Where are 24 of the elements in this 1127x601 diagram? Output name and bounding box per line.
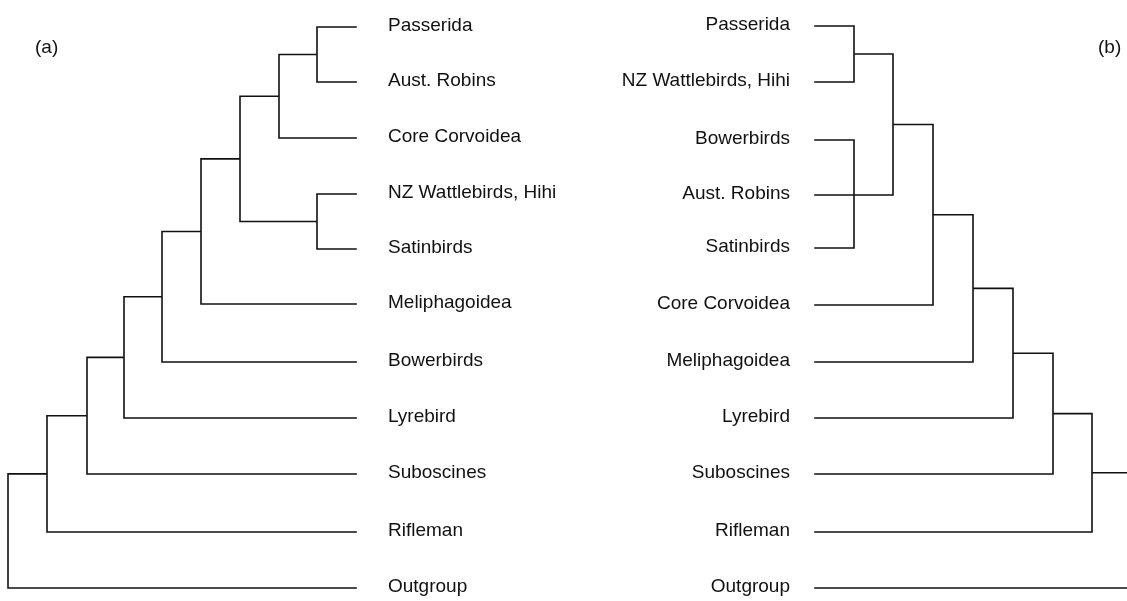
taxon-name: Passerida [388,14,473,36]
taxon-name: Meliphagoidea [388,291,512,313]
taxon-name: Outgroup [710,575,790,597]
taxon-name: Aust. Robins [682,182,790,204]
taxon-name: Satinbirds [388,236,473,258]
taxon-name: Passerida [705,13,790,35]
taxon-name: Lyrebird [388,405,456,427]
panel-label: (b) [1098,36,1122,58]
panel-label: (a) [35,36,59,58]
taxon-name: Rifleman [715,519,790,541]
taxon-name: Outgroup [388,575,468,597]
taxon-name: Core Corvoidea [388,125,522,147]
taxon-name: Lyrebird [722,405,790,427]
taxon-name: Bowerbirds [694,127,790,149]
taxon-name: NZ Wattlebirds, Hihi [388,181,557,203]
taxon-name: NZ Wattlebirds, Hihi [621,69,790,91]
taxon-name: Suboscines [691,461,790,483]
taxon-name: Rifleman [388,519,463,541]
taxon-name: Bowerbirds [388,349,484,371]
taxon-name: Aust. Robins [388,69,496,91]
taxon-name: Core Corvoidea [656,292,790,314]
taxon-name: Meliphagoidea [666,349,790,371]
taxon-name: Satinbirds [705,235,790,257]
taxon-name: Suboscines [388,461,487,483]
